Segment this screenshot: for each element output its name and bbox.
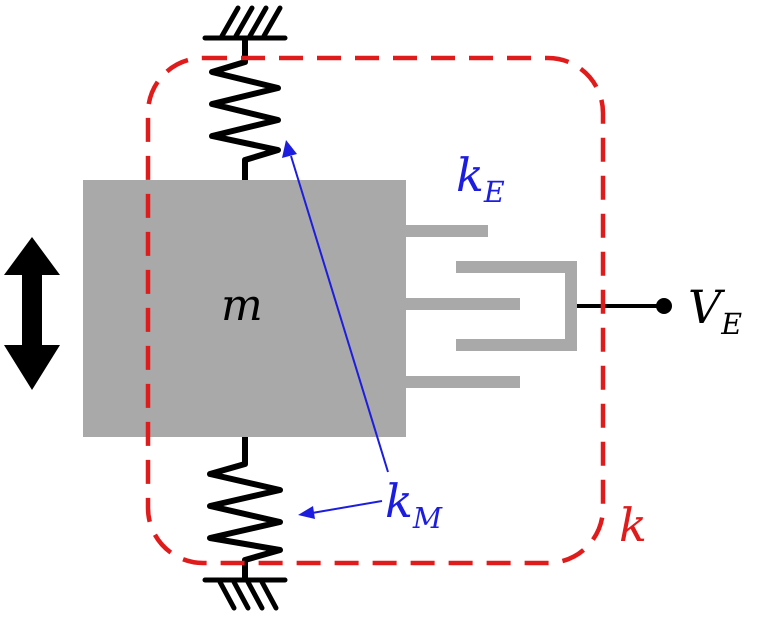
kM-arrow-bottom bbox=[298, 500, 383, 519]
kM-label: kM bbox=[385, 478, 442, 533]
kE-base: k bbox=[456, 148, 484, 202]
terminal-dot-icon bbox=[656, 298, 672, 314]
kE-subscript: E bbox=[483, 175, 505, 209]
fixed-electrode bbox=[456, 261, 577, 351]
ground-icon-top bbox=[202, 5, 288, 41]
VE-base: V bbox=[688, 280, 722, 334]
VE-label: VE bbox=[688, 284, 742, 339]
kE-label: kE bbox=[456, 152, 505, 207]
k-dashed-boundary bbox=[145, 55, 606, 566]
double-arrow-icon bbox=[4, 237, 60, 390]
moving-comb-fingers bbox=[404, 225, 520, 388]
VE-subscript: E bbox=[721, 307, 743, 341]
kM-base: k bbox=[385, 474, 413, 528]
k-label: k bbox=[619, 498, 647, 552]
kM-arrow-top bbox=[282, 140, 389, 473]
spring-icon-top bbox=[209, 38, 281, 180]
mass-label: m bbox=[221, 280, 263, 331]
ground-icon-bottom bbox=[202, 577, 288, 611]
spring-icon-bottom bbox=[207, 437, 283, 580]
proof-mass bbox=[83, 180, 406, 437]
kM-subscript: M bbox=[412, 501, 443, 535]
